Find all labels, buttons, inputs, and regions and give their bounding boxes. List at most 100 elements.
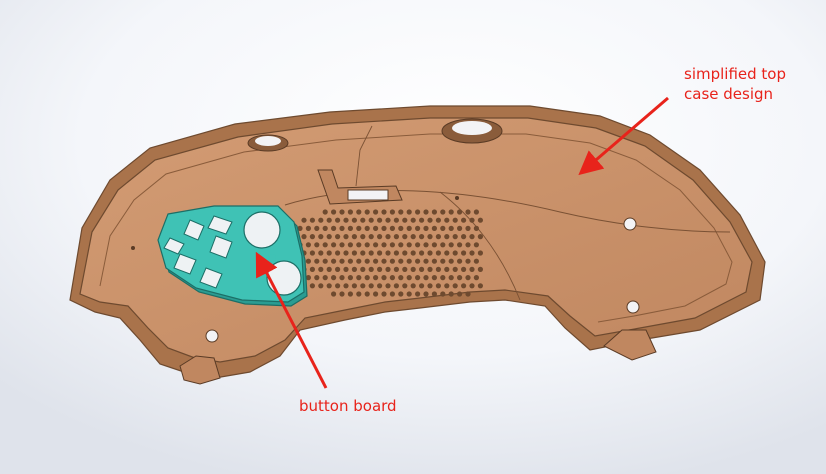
grille-hole — [377, 234, 383, 240]
grille-hole — [427, 250, 433, 256]
grille-hole — [351, 217, 357, 223]
grille-hole — [431, 242, 437, 248]
grille-hole — [381, 209, 387, 215]
grille-hole — [368, 250, 374, 256]
top-case-arrow — [578, 96, 669, 176]
grille-hole — [398, 209, 404, 215]
grille-hole — [457, 275, 463, 281]
grille-hole — [377, 266, 383, 272]
grille-hole — [347, 225, 353, 231]
grille-hole — [444, 250, 450, 256]
grille-hole — [301, 234, 307, 240]
grille-hole — [415, 225, 421, 231]
grille-hole — [457, 291, 463, 297]
grille-hole — [314, 225, 320, 231]
grille-hole — [335, 266, 341, 272]
grille-hole — [477, 234, 483, 240]
dpad-cutout — [163, 215, 233, 289]
grille-hole — [364, 258, 370, 264]
grille-hole — [423, 291, 429, 297]
grille-hole — [440, 209, 446, 215]
grille-hole — [335, 217, 341, 223]
grille-hole — [351, 250, 357, 256]
grille-hole — [393, 250, 399, 256]
grille-hole — [448, 209, 454, 215]
grille-hole — [339, 242, 345, 248]
grille-hole — [368, 283, 374, 289]
grille-hole — [457, 225, 463, 231]
grille-hole — [473, 258, 479, 264]
grille-hole — [385, 266, 391, 272]
grille-hole — [331, 291, 337, 297]
grille-hole — [377, 217, 383, 223]
grille-hole — [381, 275, 387, 281]
grille-hole — [343, 266, 349, 272]
grille-hole — [440, 291, 446, 297]
grille-hole — [431, 275, 437, 281]
grille-hole — [343, 250, 349, 256]
screw-hole — [455, 196, 459, 200]
grille-hole — [356, 225, 362, 231]
grille-hole — [373, 225, 379, 231]
grille-hole — [435, 283, 441, 289]
grille-hole — [406, 209, 412, 215]
grille-hole — [423, 275, 429, 281]
grille-hole — [461, 217, 467, 223]
grille-hole — [444, 217, 450, 223]
grille-hole — [448, 242, 454, 248]
grille-hole — [393, 234, 399, 240]
action-button-hole — [243, 211, 281, 249]
grille-hole — [339, 291, 345, 297]
grille-hole — [364, 225, 370, 231]
grille-hole — [423, 209, 429, 215]
grille-hole — [444, 266, 450, 272]
mounting-hole — [255, 136, 281, 146]
grille-hole — [419, 266, 425, 272]
grille-hole — [427, 217, 433, 223]
screw-hole — [623, 217, 637, 231]
grille-hole — [465, 275, 471, 281]
grille-hole — [368, 217, 374, 223]
grille-hole — [410, 234, 416, 240]
grille-hole — [406, 291, 412, 297]
grille-hole — [381, 225, 387, 231]
grille-hole — [343, 217, 349, 223]
grille-hole — [356, 258, 362, 264]
grille-hole — [389, 242, 395, 248]
grille-hole — [309, 283, 315, 289]
grille-hole — [364, 209, 370, 215]
grille-hole — [385, 234, 391, 240]
grille-hole — [393, 217, 399, 223]
button-board-arrow — [255, 251, 328, 389]
grille-hole — [477, 266, 483, 272]
grille-hole — [419, 217, 425, 223]
grille-hole — [431, 225, 437, 231]
grille-hole — [440, 275, 446, 281]
grille-hole — [343, 283, 349, 289]
grille-hole — [377, 250, 383, 256]
grille-hole — [318, 217, 324, 223]
grille-hole — [360, 283, 366, 289]
grille-hole — [431, 258, 437, 264]
grille-hole — [360, 234, 366, 240]
grille-hole — [339, 258, 345, 264]
grille-hole — [440, 242, 446, 248]
connector-slot — [347, 189, 389, 201]
grille-hole — [415, 275, 421, 281]
grille-hole — [326, 283, 332, 289]
grille-hole — [389, 275, 395, 281]
grille-hole — [309, 217, 315, 223]
grille-hole — [469, 266, 475, 272]
grille-hole — [373, 258, 379, 264]
grille-hole — [419, 283, 425, 289]
grille-hole — [335, 250, 341, 256]
grille-hole — [322, 225, 328, 231]
grille-hole — [473, 225, 479, 231]
grille-hole — [427, 266, 433, 272]
grille-hole — [452, 266, 458, 272]
grille-hole — [322, 209, 328, 215]
grille-hole — [457, 209, 463, 215]
grille-hole — [393, 283, 399, 289]
grille-hole — [473, 242, 479, 248]
